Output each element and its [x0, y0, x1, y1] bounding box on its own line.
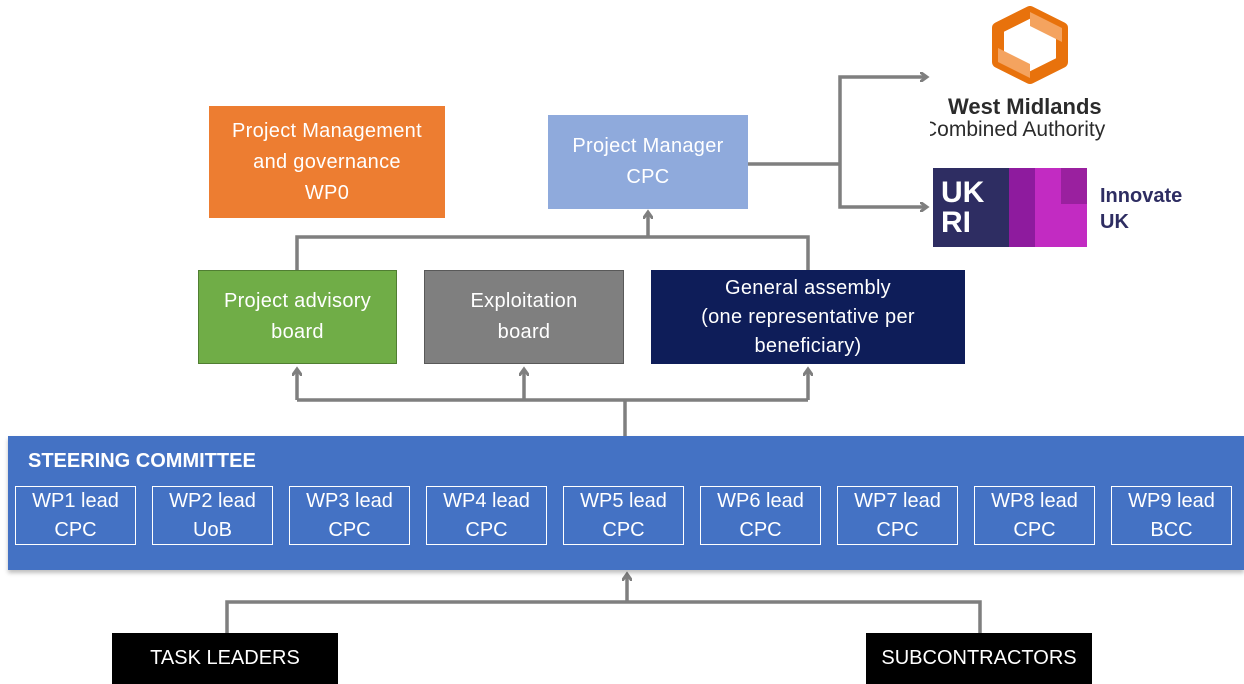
project-manager-line2: CPC — [626, 166, 670, 188]
project-manager-box: Project Manager CPC — [548, 115, 748, 209]
wmca-arrow — [838, 77, 926, 164]
ukri-mark-bottom: RI — [941, 205, 971, 239]
general-assembly-line3: beneficiary) — [754, 334, 862, 357]
subcontractors-box: SUBCONTRACTORS — [866, 633, 1092, 684]
wp7-lead-org: CPC — [876, 518, 919, 541]
wp2-lead-label: WP2 lead — [169, 489, 256, 512]
project-management-box: Project Management and governance WP0 — [209, 106, 445, 218]
bottom-bracket-line — [225, 600, 982, 633]
wp2-lead-org: UoB — [193, 518, 232, 541]
general-assembly-box: General assembly (one representative per… — [651, 270, 965, 364]
advisory-board-line1: Project advisory — [223, 290, 372, 312]
steering-committee-title: STEERING COMMITTEE — [28, 450, 256, 472]
boards-to-manager-line — [295, 235, 810, 270]
wp1-lead-label: WP1 lead — [32, 489, 119, 512]
wp8-lead-box: WP8 lead CPC — [974, 486, 1095, 545]
wmca-logo: West Midlands Combined Authority — [930, 6, 1130, 146]
task-leaders-box: TASK LEADERS — [112, 633, 338, 684]
exploitation-board-box: Exploitation board — [424, 270, 624, 364]
wp5-lead-org: CPC — [602, 518, 645, 541]
innovate-text-line2: UK — [1100, 211, 1129, 233]
wp7-lead-label: WP7 lead — [854, 489, 941, 512]
wp4-lead-box: WP4 lead CPC — [426, 486, 547, 545]
innovate-text-line1: Innovate — [1100, 185, 1183, 207]
wp3-lead-label: WP3 lead — [306, 489, 393, 512]
innovate-arrow — [838, 164, 926, 207]
general-assembly-line2: (one representative per — [701, 305, 915, 328]
project-management-line1: Project Management — [232, 119, 422, 142]
wp8-lead-org: CPC — [1013, 518, 1056, 541]
ukri-mark: UK RI — [933, 168, 1009, 247]
wp6-lead-org: CPC — [739, 518, 782, 541]
general-assembly-line1: General assembly — [725, 276, 891, 299]
wmca-line1: West Midlands — [948, 94, 1102, 119]
wp7-lead-box: WP7 lead CPC — [837, 486, 958, 545]
advisory-board-box: Project advisory board — [198, 270, 397, 364]
wp1-lead-box: WP1 lead CPC — [15, 486, 136, 545]
wp4-lead-org: CPC — [465, 518, 508, 541]
wp4-lead-label: WP4 lead — [443, 489, 530, 512]
wp5-lead-box: WP5 lead CPC — [563, 486, 684, 545]
wp6-lead-box: WP6 lead CPC — [700, 486, 821, 545]
exploitation-board-line2: board — [497, 321, 551, 343]
wp5-lead-label: WP5 lead — [580, 489, 667, 512]
wp3-lead-org: CPC — [328, 518, 371, 541]
wmca-line2: Combined Authority — [930, 118, 1106, 141]
steering-committee-panel: STEERING COMMITTEE — [8, 436, 1244, 570]
task-leaders-label: TASK LEADERS — [150, 647, 300, 669]
wp9-lead-label: WP9 lead — [1128, 489, 1215, 512]
wp6-lead-label: WP6 lead — [717, 489, 804, 512]
wmca-hexagon-icon — [992, 6, 1068, 84]
project-manager-line1: Project Manager — [572, 135, 724, 157]
ukri-mark-top: UK — [941, 175, 985, 209]
wp2-lead-box: WP2 lead UoB — [152, 486, 273, 545]
project-management-line2: and governance — [253, 150, 401, 173]
innovate-mark-icon — [1009, 168, 1087, 247]
wp1-lead-org: CPC — [54, 518, 97, 541]
wp9-lead-org: BCC — [1150, 518, 1193, 541]
project-management-line3: WP0 — [304, 181, 350, 204]
advisory-board-line2: board — [271, 321, 324, 343]
wp8-lead-label: WP8 lead — [991, 489, 1078, 512]
wp9-lead-box: WP9 lead BCC — [1111, 486, 1232, 545]
wp3-lead-box: WP3 lead CPC — [289, 486, 410, 545]
exploitation-board-line1: Exploitation — [470, 290, 578, 312]
subcontractors-label: SUBCONTRACTORS — [881, 647, 1077, 669]
